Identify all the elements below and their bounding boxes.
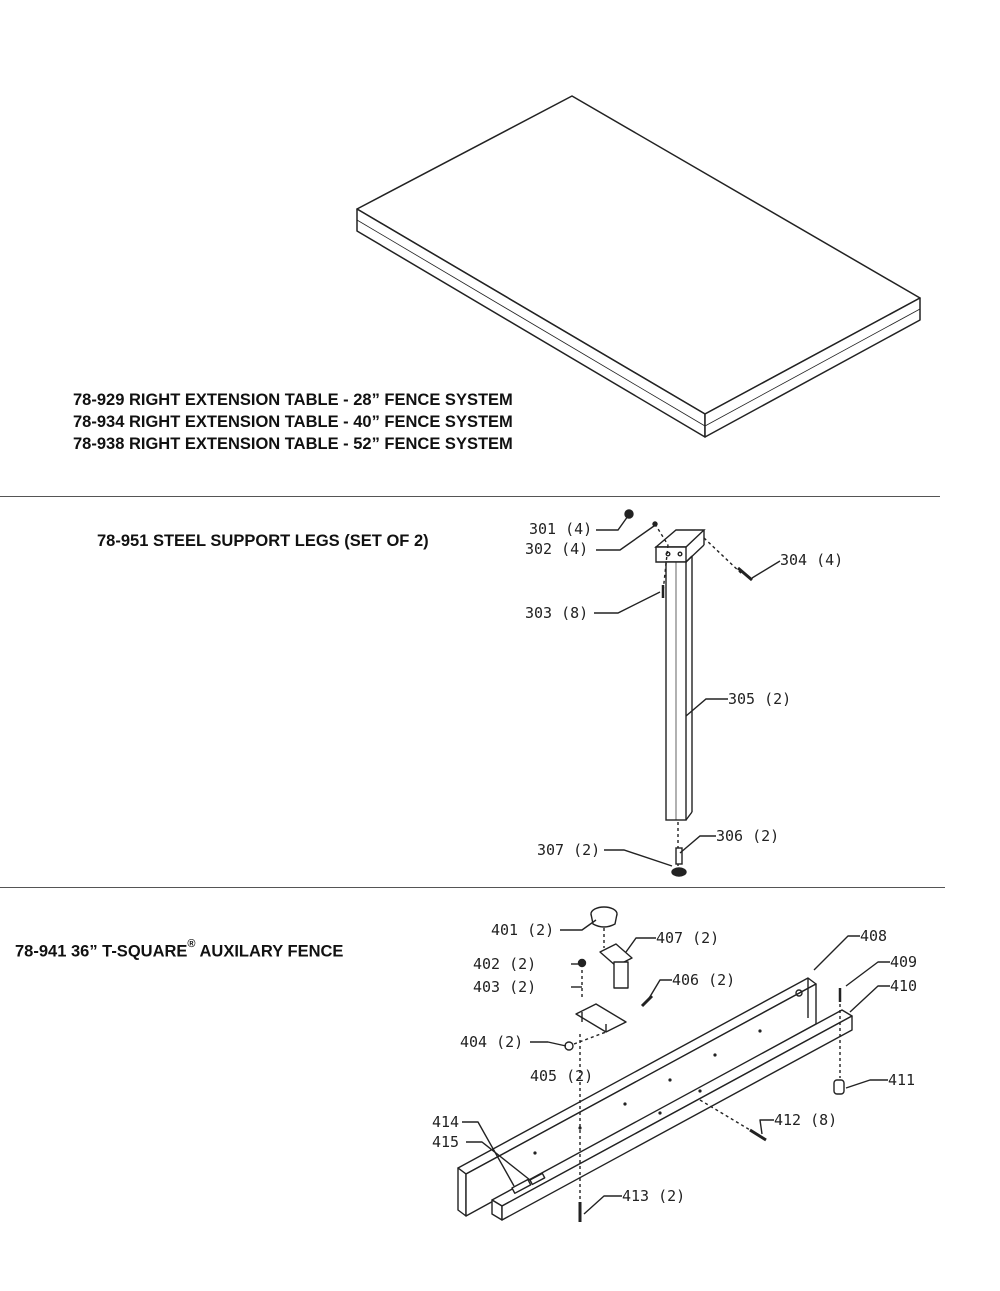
callout-305: 305 (2) bbox=[728, 690, 792, 708]
callout-403: 403 (2) bbox=[473, 978, 537, 996]
callout-415: 415 bbox=[432, 1133, 460, 1151]
table-title-1: 78-929 RIGHT EXTENSION TABLE - 28” FENCE… bbox=[73, 391, 513, 409]
extension-table-drawing bbox=[356, 95, 921, 438]
table-title-2: 78-934 RIGHT EXTENSION TABLE - 40” FENCE… bbox=[73, 413, 513, 431]
callout-301: 301 (4) bbox=[529, 520, 593, 538]
table-title-3: 78-938 RIGHT EXTENSION TABLE - 52” FENCE… bbox=[73, 435, 513, 453]
support-leg-drawing bbox=[594, 509, 781, 877]
section-divider-2 bbox=[0, 887, 945, 888]
callout-408: 408 bbox=[860, 927, 888, 945]
callout-406: 406 (2) bbox=[672, 971, 736, 989]
callout-405: 405 (2) bbox=[530, 1067, 594, 1085]
fence-title-tail: AUXILARY FENCE bbox=[195, 942, 344, 961]
callout-410: 410 bbox=[890, 977, 918, 995]
callout-302: 302 (4) bbox=[525, 540, 589, 558]
callout-409: 409 bbox=[890, 953, 918, 971]
fence-title: 78-941 36” T-SQUARE® AUXILARY FENCE bbox=[15, 936, 343, 963]
registered-mark: ® bbox=[187, 938, 196, 950]
callout-303: 303 (8) bbox=[525, 604, 589, 622]
callout-307: 307 (2) bbox=[537, 841, 601, 859]
callout-413: 413 (2) bbox=[622, 1187, 686, 1205]
legs-title: 78-951 STEEL SUPPORT LEGS (SET OF 2) bbox=[97, 532, 429, 550]
callout-407: 407 (2) bbox=[656, 929, 720, 947]
fence-title-main: 78-941 36” T-SQUARE bbox=[15, 942, 188, 961]
callout-412: 412 (8) bbox=[774, 1111, 838, 1129]
callout-414: 414 bbox=[432, 1113, 460, 1131]
callout-402: 402 (2) bbox=[473, 955, 537, 973]
callout-306: 306 (2) bbox=[716, 827, 780, 845]
section-divider-1 bbox=[0, 496, 940, 497]
callout-411: 411 bbox=[888, 1071, 916, 1089]
callout-304: 304 (4) bbox=[780, 551, 844, 569]
callout-404: 404 (2) bbox=[460, 1033, 524, 1051]
callout-401: 401 (2) bbox=[491, 921, 555, 939]
